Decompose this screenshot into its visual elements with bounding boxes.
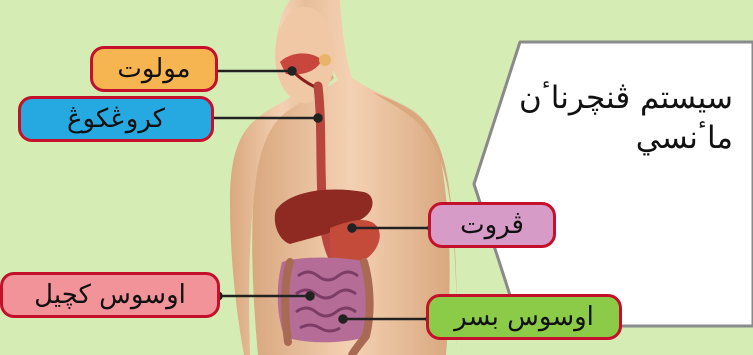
title-line-1: سيستم ڤنچرناٴن [473,78,733,118]
diagram-title: سيستم ڤنچرناٴن ماٴنسي [473,78,733,158]
stomach-label: ڤروت [428,202,556,248]
mouth-label: مولوت [90,46,218,92]
title-line-2: ماٴنسي [473,118,733,158]
small-intestine-label: اوسوس کچيل [0,272,220,318]
esophagus-label: کروڠکوڠ [18,96,214,142]
large-intestine-label: اوسوس بسر [426,294,622,340]
